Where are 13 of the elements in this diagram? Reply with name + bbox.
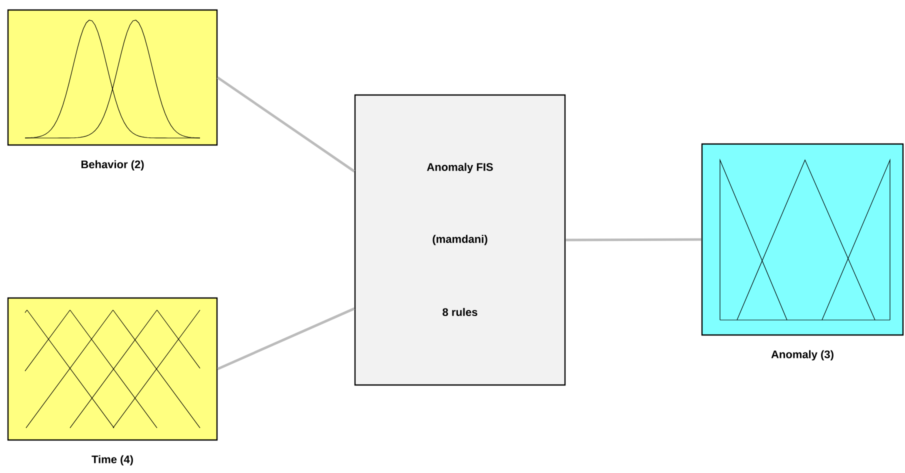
connector-line [216, 76, 356, 172]
variable-box [7, 9, 218, 170]
variable-box [701, 143, 904, 360]
box-text: Anomaly FIS [426, 162, 493, 174]
system-box [354, 94, 566, 386]
variable-label: Time (4) [92, 455, 133, 466]
connector-line [217, 307, 355, 370]
variable-label: Behavior (2) [81, 160, 144, 170]
box-text: 8 rules [442, 308, 478, 316]
connector-line [566, 238, 702, 242]
box-text: (mamdani) [432, 234, 488, 246]
variable-box [7, 297, 218, 466]
variable-label: Anomaly (3) [771, 350, 834, 360]
